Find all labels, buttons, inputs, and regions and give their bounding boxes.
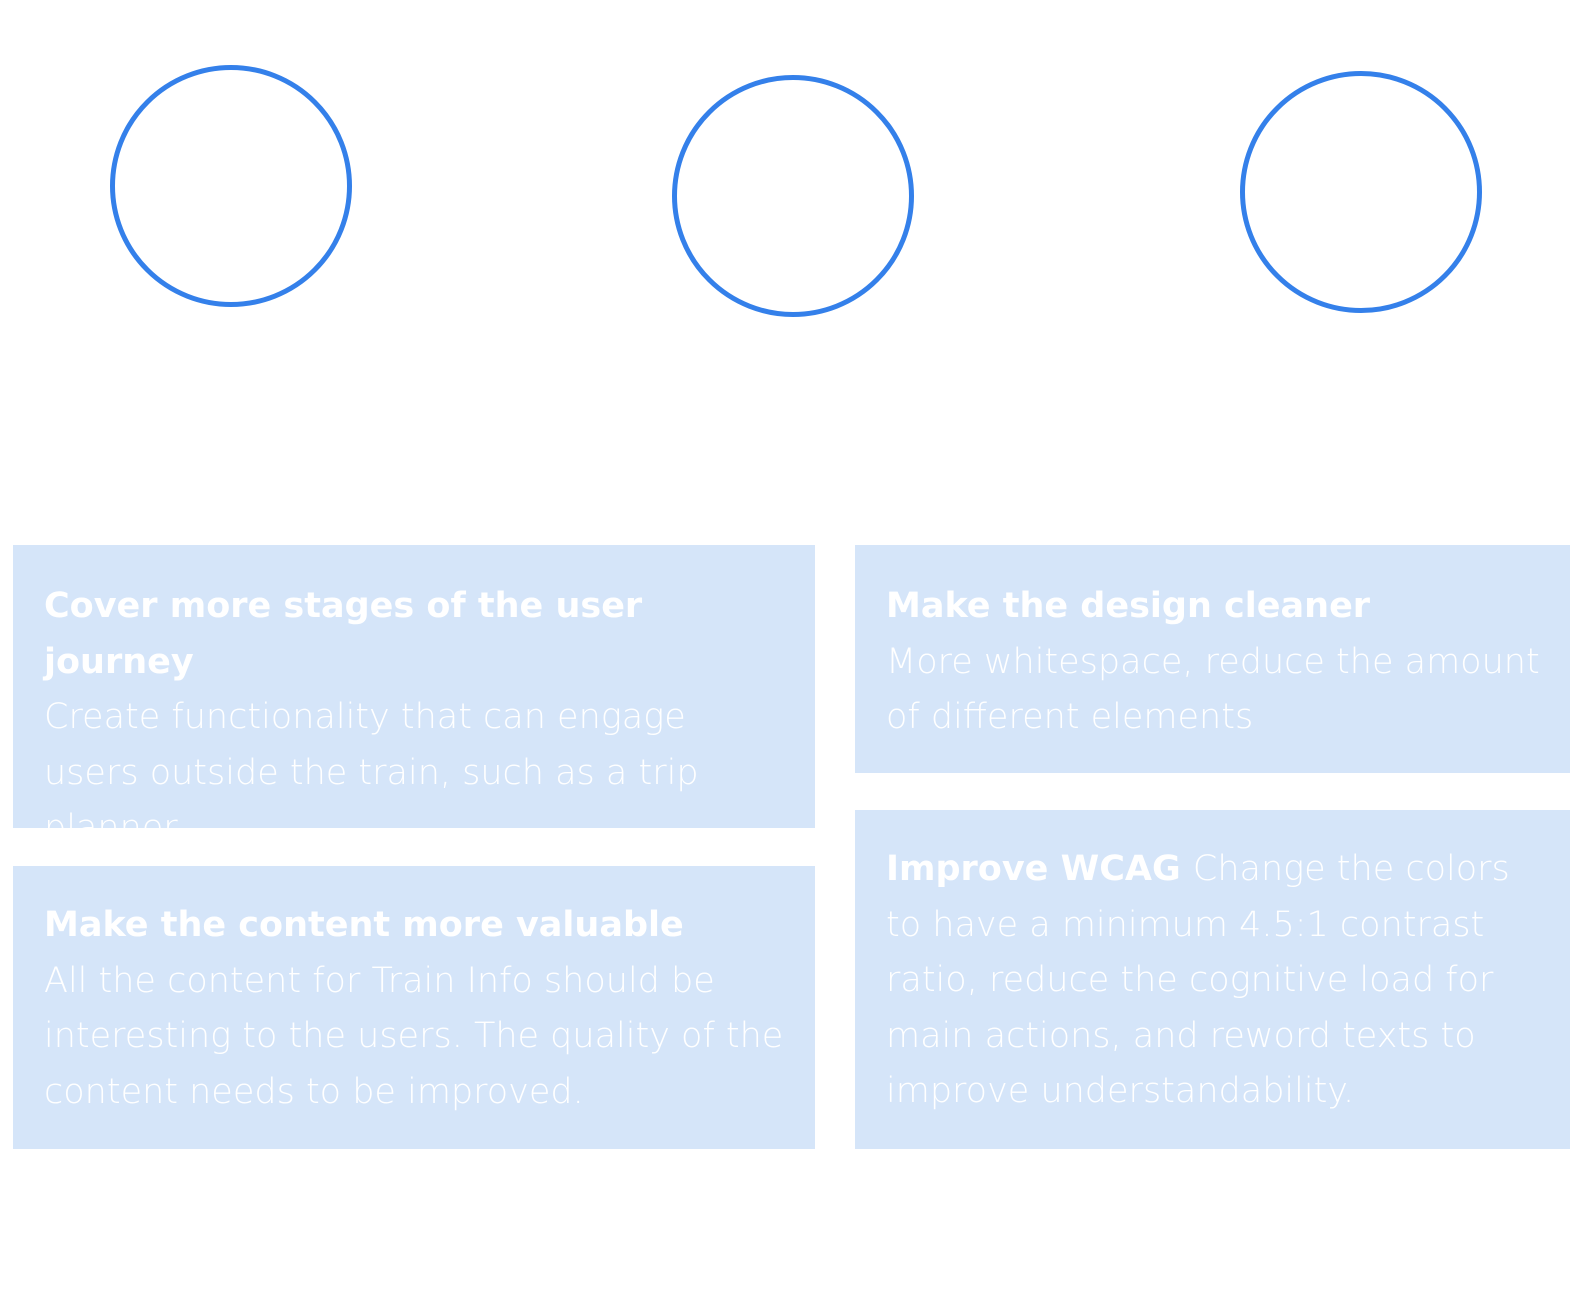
circle-icon-left	[110, 65, 352, 307]
card-design-cleaner-body: More whitespace, reduce the amount of di…	[886, 641, 1540, 738]
card-design-cleaner-heading: Make the design cleaner	[886, 586, 1371, 626]
card-user-journey: Cover more stages of the user journey Cr…	[13, 545, 815, 848]
card-wcag: Improve WCAG Change the colors to have a…	[855, 810, 1570, 1149]
card-content-value-body: All the content for Train Info should be…	[44, 960, 784, 1112]
card-design-cleaner: Make the design cleaner More whitespace,…	[855, 545, 1570, 773]
card-wcag-body: Change the colors to have a minimum 4.5:…	[886, 849, 1510, 1111]
card-content-value-heading: Make the content more valuable	[44, 905, 684, 945]
circle-icon-center	[672, 75, 914, 317]
card-user-journey-body: Create functionality that can engage use…	[44, 697, 699, 848]
card-content-value: Make the content more valuable All the c…	[13, 866, 815, 1149]
card-user-journey-heading: Cover more stages of the user journey	[44, 586, 643, 682]
circle-icon-right	[1240, 71, 1482, 313]
card-wcag-heading: Improve WCAG	[886, 849, 1193, 889]
